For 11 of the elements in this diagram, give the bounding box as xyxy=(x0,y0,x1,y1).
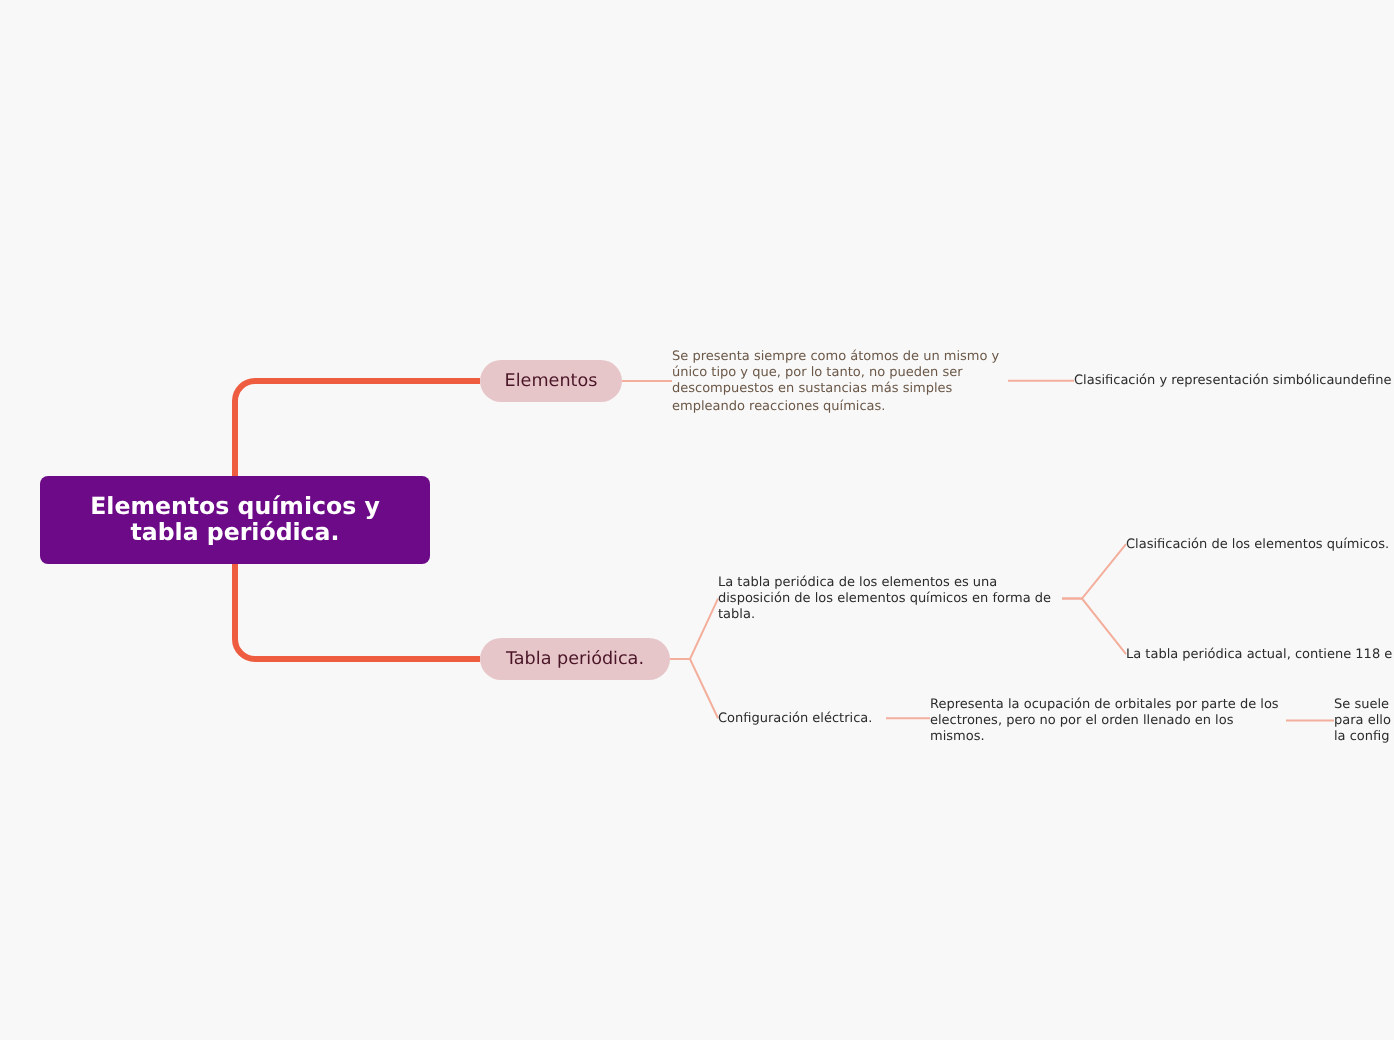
connector-line xyxy=(885,717,931,720)
central-topic-box: Elementos químicos y tabla periódica. xyxy=(40,476,430,564)
topic-pill: Tabla periódica. xyxy=(480,638,670,680)
connector-line xyxy=(232,378,480,476)
connector-line xyxy=(621,380,673,382)
topic-pill: Elementos xyxy=(480,360,622,402)
connector-line xyxy=(669,658,719,720)
connector-line xyxy=(1061,597,1127,656)
connector-line xyxy=(232,564,480,662)
connector-line xyxy=(1007,379,1075,382)
connector-line xyxy=(1285,719,1335,722)
